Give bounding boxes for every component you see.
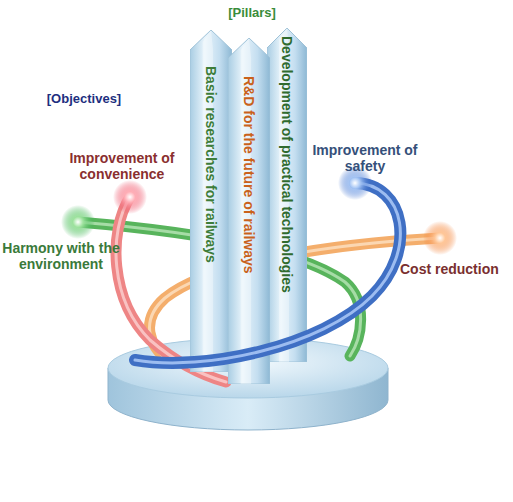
objective-label: Improvement of safety: [306, 142, 424, 174]
pillar-title: Development of practical technologies: [280, 36, 294, 293]
pillar: Basic researches for railways: [190, 30, 232, 372]
pillar-body: [267, 28, 307, 362]
pillar-title: R&D for the future of railways: [242, 76, 256, 274]
section-heading: [Objectives]: [36, 92, 132, 107]
orange-glow: [423, 221, 457, 255]
pillar-body: [190, 30, 232, 372]
objective-label: Harmony with the environment: [2, 240, 120, 272]
pillar-body: [228, 38, 270, 384]
pillar: Development of practical technologies: [267, 28, 307, 362]
section-heading: [Pillars]: [212, 6, 292, 21]
objective-label: Improvement of convenience: [58, 150, 186, 182]
pillar: R&D for the future of railways: [228, 38, 270, 384]
objective-label: Cost reduction: [400, 261, 512, 277]
pillar-title: Basic researches for railways: [204, 66, 218, 263]
red-glow: [113, 180, 147, 214]
green-glow: [61, 205, 95, 239]
